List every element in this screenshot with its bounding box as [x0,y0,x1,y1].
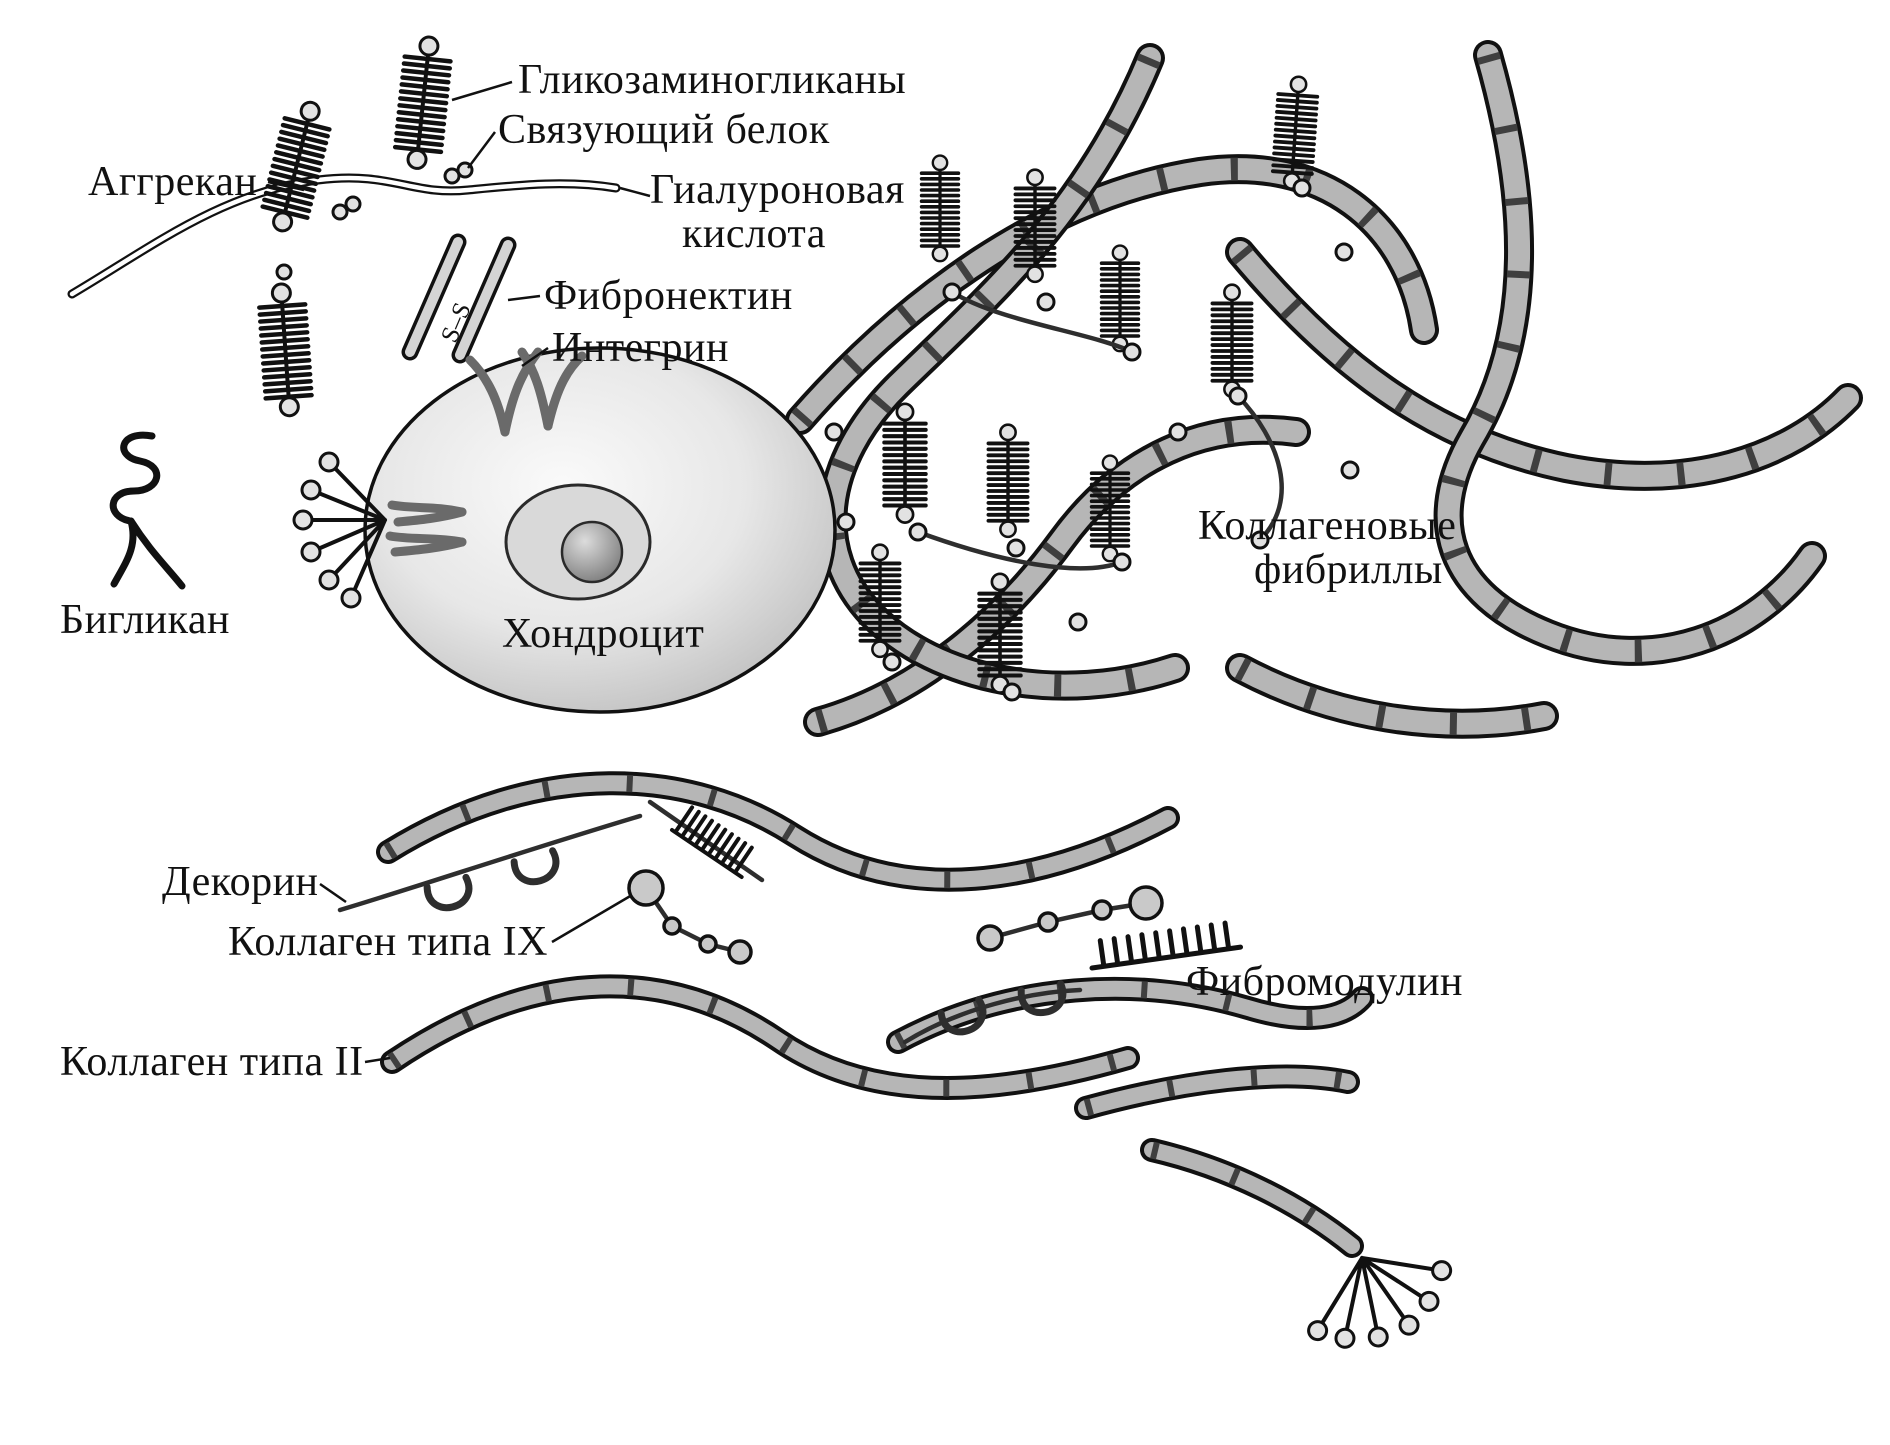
aggrecan-brush [1099,243,1141,354]
collagen-type-ii-fibril [1152,1150,1352,1246]
aggrecan-brush [393,35,453,171]
decorin-strand [337,813,643,912]
collagen-fibril-lattice [800,55,1848,724]
aggrecan-brush [258,282,313,417]
aggrecan-brush [858,542,902,659]
label-integrin: Интегрин [552,325,729,371]
aggrecan-brush [258,97,335,236]
collagen-type-ii-fibril [1086,1076,1348,1108]
fibromodulin-brush-small [647,799,765,883]
label-collagen-type-ix: Коллаген типа IX [228,919,548,965]
aggrecan-fan [1288,1217,1472,1385]
collagen-type-ix-molecule [976,885,1164,952]
collagen-fibril [1240,252,1848,476]
collagen-type-ix-molecule [627,869,753,965]
biglycan-molecule [109,431,186,590]
collagen-type-ii-fibril [388,783,1168,879]
aggrecan-brush [1013,167,1057,284]
label-collagen-type-ii: Коллаген типа II [60,1039,364,1085]
decorin-loop [513,851,560,887]
aggrecan-brush [1210,282,1254,399]
aggrecan-brush [1089,453,1131,564]
aggrecan-brush [1269,73,1321,192]
linking-protein-beads [824,178,1360,702]
label-aggrecan: Аггрекан [88,159,258,205]
nucleolus [560,520,624,584]
label-linking-protein: Связующий белок [498,107,830,153]
integrin-receptors [385,347,587,557]
decorin-strand [902,983,1083,1045]
fibronectin-rods [401,233,517,364]
aggrecan-brush [919,153,961,264]
linking-strand [1235,393,1284,543]
linking-protein-beads [275,161,474,281]
label-hyaluronic-acid-2: кислота [682,211,826,257]
hyaluronic-acid-strand [67,173,621,299]
label-fibronectin: Фибронектин [544,273,793,319]
linking-strand [915,529,1125,571]
label-hyaluronic-acid-1: Гиалуроновая [650,167,905,213]
label-glycosaminoglycans: Гликозаминогликаны [518,57,907,103]
label-fibromodulin: Фибромодулин [1186,959,1464,1005]
label-decorin: Декорин [162,859,319,905]
aggrecan-brush [884,404,925,523]
label-collagen-fibrils-2: фибриллы [1254,547,1443,593]
label-biglycan: Бигликан [60,597,231,643]
aggrecan-brush [979,574,1020,693]
linking-strand [949,289,1135,355]
collagen-fibril [1240,668,1544,724]
aggrecan-brush [986,422,1030,539]
collagen-fibril [1449,55,1812,651]
label-chondrocyte: Хондроцит [502,611,705,657]
leader-lines [267,80,651,1064]
label-collagen-fibrils-1: Коллагеновые [1198,503,1457,549]
